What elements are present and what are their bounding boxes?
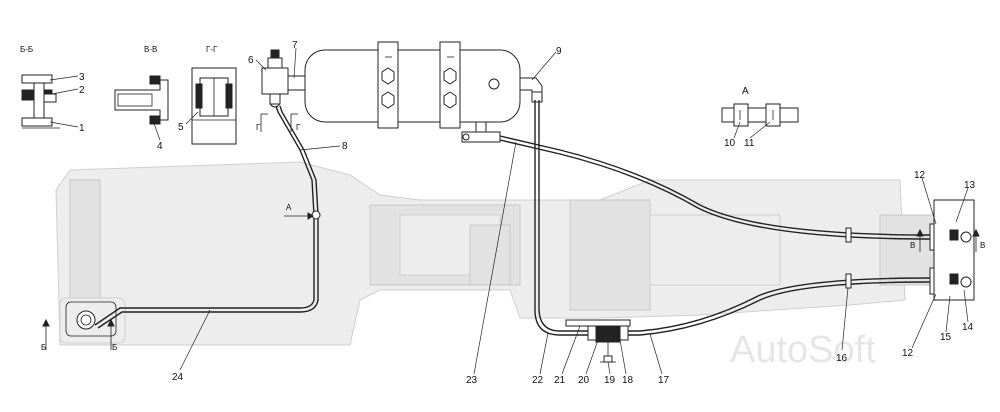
callout-23: 23 <box>466 375 478 386</box>
callout-4: 4 <box>157 141 163 152</box>
marker-b-left: Б <box>41 343 46 352</box>
callout-16: 16 <box>836 353 848 364</box>
callout-20: 20 <box>578 375 590 386</box>
section-vv: В-В <box>114 45 169 125</box>
section-bb-title: Б-Б <box>20 45 33 54</box>
section-gg-title: Г-Г <box>206 45 218 54</box>
callout-10: 10 <box>724 138 736 149</box>
callout-17: 17 <box>658 375 670 386</box>
callout-14: 14 <box>962 322 974 333</box>
section-gg: Г-Г <box>191 45 237 145</box>
callout-7: 7 <box>292 40 298 51</box>
marker-v-left: В <box>910 241 915 250</box>
callout-numbers: 3 2 1 4 5 6 7 8 9 10 11 12 13 14 15 12 1… <box>79 40 976 386</box>
callout-18: 18 <box>622 375 634 386</box>
callout-13: 13 <box>964 180 976 191</box>
callout-3: 3 <box>79 72 85 83</box>
section-vv-title: В-В <box>144 45 157 54</box>
pipe-lines <box>94 100 931 336</box>
callout-15: 15 <box>940 332 952 343</box>
rear-coupling <box>65 301 117 337</box>
marker-g-right: Г <box>296 123 301 132</box>
callout-24: 24 <box>172 372 184 383</box>
watermark: AutoSoft <box>730 329 876 371</box>
callout-11: 11 <box>744 138 755 149</box>
callout-8: 8 <box>342 141 348 152</box>
callout-5: 5 <box>178 122 184 133</box>
callout-2: 2 <box>79 85 85 96</box>
air-tank <box>304 41 521 129</box>
leader-lines <box>49 47 969 375</box>
chassis-ghost <box>55 161 941 346</box>
elbow-fitting <box>519 77 543 103</box>
section-markers: Г Г А Б Б В В <box>41 113 985 352</box>
callout-19: 19 <box>604 375 616 386</box>
marker-b-right: Б <box>112 343 117 352</box>
callout-12-top: 12 <box>914 170 926 181</box>
section-bb: Б-Б <box>20 45 60 129</box>
marker-a: А <box>286 203 292 212</box>
tank-valve <box>261 49 306 108</box>
callout-12-bottom: 12 <box>902 348 914 359</box>
marker-v-right: В <box>980 241 985 250</box>
section-a-title: А <box>742 86 749 97</box>
drain-tee <box>461 121 501 143</box>
callout-21: 21 <box>554 375 566 386</box>
callout-6: 6 <box>248 55 254 66</box>
section-a: А <box>721 86 799 127</box>
callout-9: 9 <box>556 46 562 57</box>
rear-brake-assembly <box>929 199 975 301</box>
valve-bracket <box>565 319 631 363</box>
callout-1: 1 <box>79 123 85 134</box>
callout-22: 22 <box>532 375 544 386</box>
marker-g-left: Г <box>256 123 261 132</box>
